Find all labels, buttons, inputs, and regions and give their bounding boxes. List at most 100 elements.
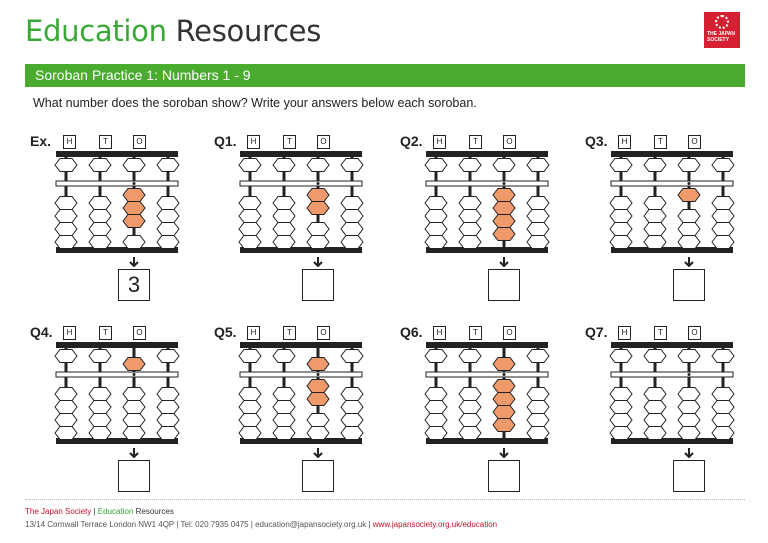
column-label-h: H: [247, 326, 260, 340]
bead: [711, 209, 735, 223]
bead: [306, 188, 330, 202]
bead: [458, 387, 482, 401]
bead: [54, 158, 78, 172]
footer-divider: [25, 499, 745, 500]
reckoning-bar: [425, 371, 549, 378]
bead: [677, 413, 701, 427]
bead: [711, 413, 735, 427]
column-label-o: O: [688, 135, 701, 149]
column-label-h: H: [618, 135, 631, 149]
bead: [492, 201, 516, 215]
bead: [340, 196, 364, 210]
frame-bottom: [426, 247, 548, 253]
arrow-down-icon: [499, 448, 509, 458]
bead: [340, 413, 364, 427]
question-label: Ex.: [30, 133, 52, 149]
worksheet-banner: Soroban Practice 1: Numbers 1 - 9: [25, 64, 745, 87]
frame-bottom: [611, 247, 733, 253]
bead: [88, 349, 112, 363]
bead: [458, 426, 482, 440]
bead: [643, 158, 667, 172]
answer-box[interactable]: 3: [118, 269, 150, 301]
bead: [643, 349, 667, 363]
bead: [609, 158, 633, 172]
bead: [306, 392, 330, 406]
website-link[interactable]: www.japansociety.org.uk/education: [372, 520, 498, 529]
bead: [54, 196, 78, 210]
bead: [238, 158, 262, 172]
bead: [88, 400, 112, 414]
column-label-h: H: [63, 135, 76, 149]
bead: [122, 387, 146, 401]
bead: [492, 379, 516, 393]
bead: [306, 222, 330, 236]
bead: [424, 349, 448, 363]
arrow-down-icon: [129, 257, 139, 267]
page-title: Education Resources: [25, 14, 322, 48]
instructions: What number does the soroban show? Write…: [33, 96, 477, 110]
bead: [122, 188, 146, 202]
reckoning-bar: [239, 371, 363, 378]
frame-bottom: [240, 438, 362, 444]
bead: [609, 235, 633, 249]
bead: [711, 387, 735, 401]
bead: [272, 413, 296, 427]
frame-top: [56, 151, 178, 157]
bead: [677, 222, 701, 236]
reckoning-bar: [425, 180, 549, 187]
column-label-t: T: [654, 135, 667, 149]
arrow-down-icon: [313, 257, 323, 267]
bead: [711, 196, 735, 210]
bead: [609, 196, 633, 210]
reckoning-bar: [55, 371, 179, 378]
soroban: [609, 151, 735, 253]
bead: [526, 196, 550, 210]
frame-bottom: [426, 438, 548, 444]
answer-box[interactable]: [488, 269, 520, 301]
question-label: Q2.: [400, 133, 423, 149]
bead: [492, 357, 516, 371]
bead: [238, 196, 262, 210]
answer-box[interactable]: [302, 269, 334, 301]
bead: [677, 426, 701, 440]
answer-box[interactable]: [302, 460, 334, 492]
question-label: Q1.: [214, 133, 237, 149]
unit-dot: [687, 373, 691, 376]
soroban: [238, 151, 364, 253]
column-label-o: O: [688, 326, 701, 340]
bead: [609, 209, 633, 223]
bead: [526, 426, 550, 440]
bead: [54, 349, 78, 363]
answer-box[interactable]: [118, 460, 150, 492]
answer-box[interactable]: [673, 269, 705, 301]
bead: [458, 158, 482, 172]
unit-dot: [132, 373, 136, 376]
answer-box[interactable]: [673, 460, 705, 492]
bead: [54, 209, 78, 223]
arrow-down-icon: [684, 448, 694, 458]
bead: [711, 426, 735, 440]
bead: [711, 400, 735, 414]
answer-box[interactable]: [488, 460, 520, 492]
column-label-o: O: [133, 326, 146, 340]
column-label-o: O: [503, 326, 516, 340]
bead: [526, 400, 550, 414]
bead: [122, 426, 146, 440]
bead: [238, 400, 262, 414]
bead: [156, 349, 180, 363]
bead: [306, 158, 330, 172]
bead: [272, 400, 296, 414]
bead: [88, 196, 112, 210]
bead: [643, 426, 667, 440]
bead: [458, 349, 482, 363]
frame-bottom: [240, 247, 362, 253]
unit-dot: [316, 182, 320, 185]
column-label-t: T: [654, 326, 667, 340]
arrow-down-icon: [499, 257, 509, 267]
